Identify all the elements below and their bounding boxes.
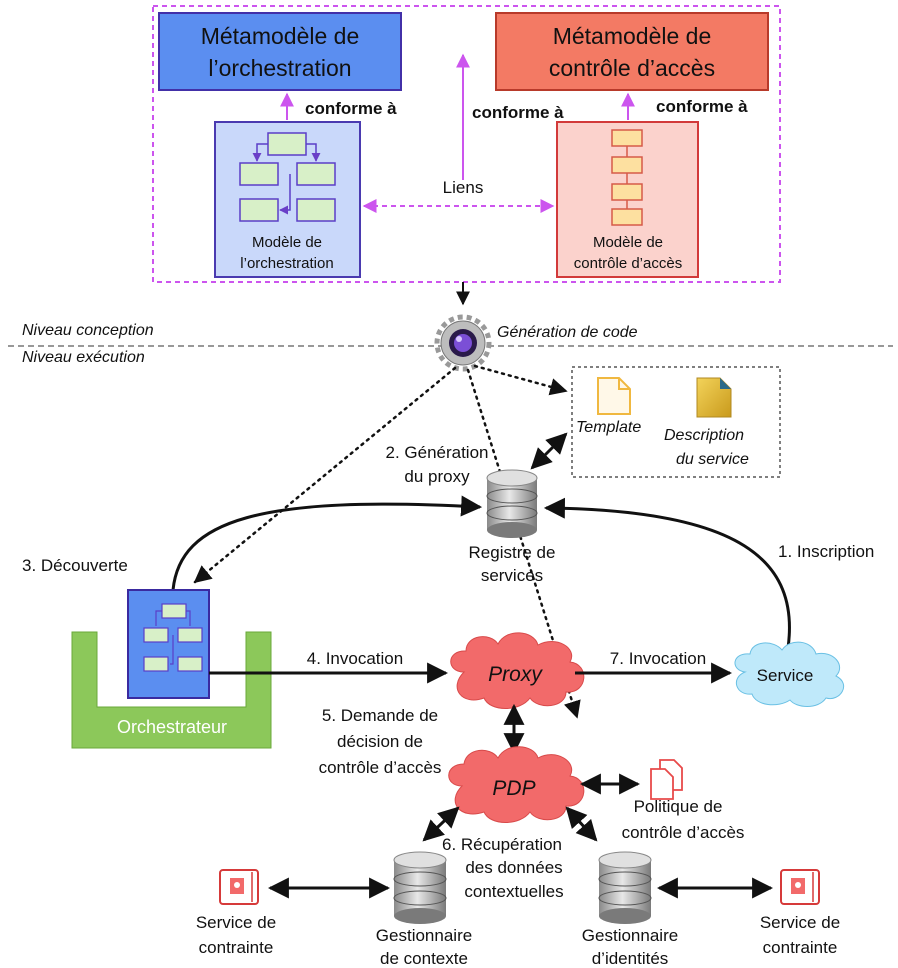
context-retrieval-label-3: contextuelles [464, 882, 563, 901]
service-label: Service [757, 666, 814, 685]
meta-access-label-1: Métamodèle de [553, 23, 712, 49]
constraint-right-lock-icon [780, 869, 820, 905]
decision-request-label-2: décision de [337, 732, 423, 751]
conforms-label-right: conforme à [656, 97, 748, 116]
orchestrator-label: Orchestrateur [117, 717, 227, 737]
model-orchestration-box [214, 121, 361, 278]
context-database-icon [393, 851, 447, 924]
discovery-label: 3. Découverte [22, 556, 128, 575]
pdp-context-arrow [422, 806, 460, 842]
registry-label-1: Registre de [469, 543, 556, 562]
decision-request-label-1: 5. Demande de [322, 706, 438, 725]
proxy-label: Proxy [488, 663, 543, 686]
code-generation-label: Génération de code [497, 324, 638, 341]
generation-to-artifacts-arrow [473, 364, 568, 396]
execution-level-label: Niveau exécution [22, 349, 145, 366]
description-label-2: du service [676, 451, 749, 468]
context-retrieval-label-1: 6. Récupération [442, 835, 562, 854]
orchestrator-container [71, 631, 272, 749]
proxy-generation-label-2: du proxy [404, 467, 470, 486]
meta-orchestration-label-2: l’orchestration [208, 55, 351, 81]
model-access-label-2: contrôle d’accès [574, 255, 682, 272]
identity-manager-label-1: Gestionnaire [582, 926, 678, 945]
meta-orchestration-label-1: Métamodèle de [201, 23, 360, 49]
flowchart-icon [239, 132, 336, 222]
description-document-icon [696, 377, 732, 418]
constraint-left-label-2: contrainte [199, 938, 274, 957]
policy-label-2: contrôle d’accès [622, 823, 745, 842]
meta-access-box [495, 12, 769, 91]
pdp-identity-arrow [565, 806, 598, 842]
invocation7-label: 7. Invocation [610, 649, 706, 668]
registration-arrow [543, 497, 791, 649]
model-orchestration-label-1: Modèle de [252, 234, 322, 251]
constraint-left-lock-icon [219, 869, 259, 905]
context-manager-label-1: Gestionnaire [376, 926, 472, 945]
context-manager-label-2: de contexte [380, 949, 468, 968]
model-access-label-1: Modèle de [593, 234, 663, 251]
orchestrator-flowchart-icon [143, 603, 203, 672]
pdp-cloud-icon [448, 746, 585, 823]
meta-orchestration-box [158, 12, 402, 91]
gear-icon [434, 314, 492, 372]
model-orchestration-label-2: l’orchestration [240, 255, 333, 272]
pdp-label: PDP [492, 777, 535, 800]
proxy-generation-label-1: 2. Génération [385, 443, 488, 462]
policy-label-1: Politique de [634, 797, 723, 816]
decision-request-label-3: contrôle d’accès [319, 758, 442, 777]
invocation4-label: 4. Invocation [307, 649, 403, 668]
design-level-label: Niveau conception [22, 322, 154, 339]
design-frame [152, 5, 781, 283]
generation-to-orchestrator-arrow [193, 366, 457, 584]
meta-access-label-2: contrôle d’accès [549, 55, 715, 81]
context-retrieval-label-2: des données [465, 858, 562, 877]
registry-label-2: services [481, 566, 543, 585]
constraint-right-label-2: contrainte [763, 938, 838, 957]
identity-database-icon [598, 851, 652, 924]
registration-label: 1. Inscription [778, 542, 874, 561]
links-label: Liens [443, 178, 484, 197]
discovery-arrow [171, 495, 483, 591]
constraint-left-label-1: Service de [196, 913, 276, 932]
identity-manager-label-2: d’identités [592, 949, 669, 968]
registry-artifacts-arrow [530, 432, 568, 470]
constraint-right-label-1: Service de [760, 913, 840, 932]
registry-database-icon [486, 469, 538, 538]
conforms-label-mid: conforme à [472, 103, 564, 122]
conforms-label-left: conforme à [305, 99, 397, 118]
proxy-cloud-icon [450, 632, 585, 709]
access-model-icon [611, 129, 643, 226]
description-label-1: Description [664, 427, 744, 444]
artifacts-box [571, 366, 781, 478]
template-label: Template [576, 419, 641, 436]
template-document-icon [597, 377, 631, 415]
policy-document-icon [650, 759, 683, 800]
service-cloud-icon [734, 641, 845, 707]
